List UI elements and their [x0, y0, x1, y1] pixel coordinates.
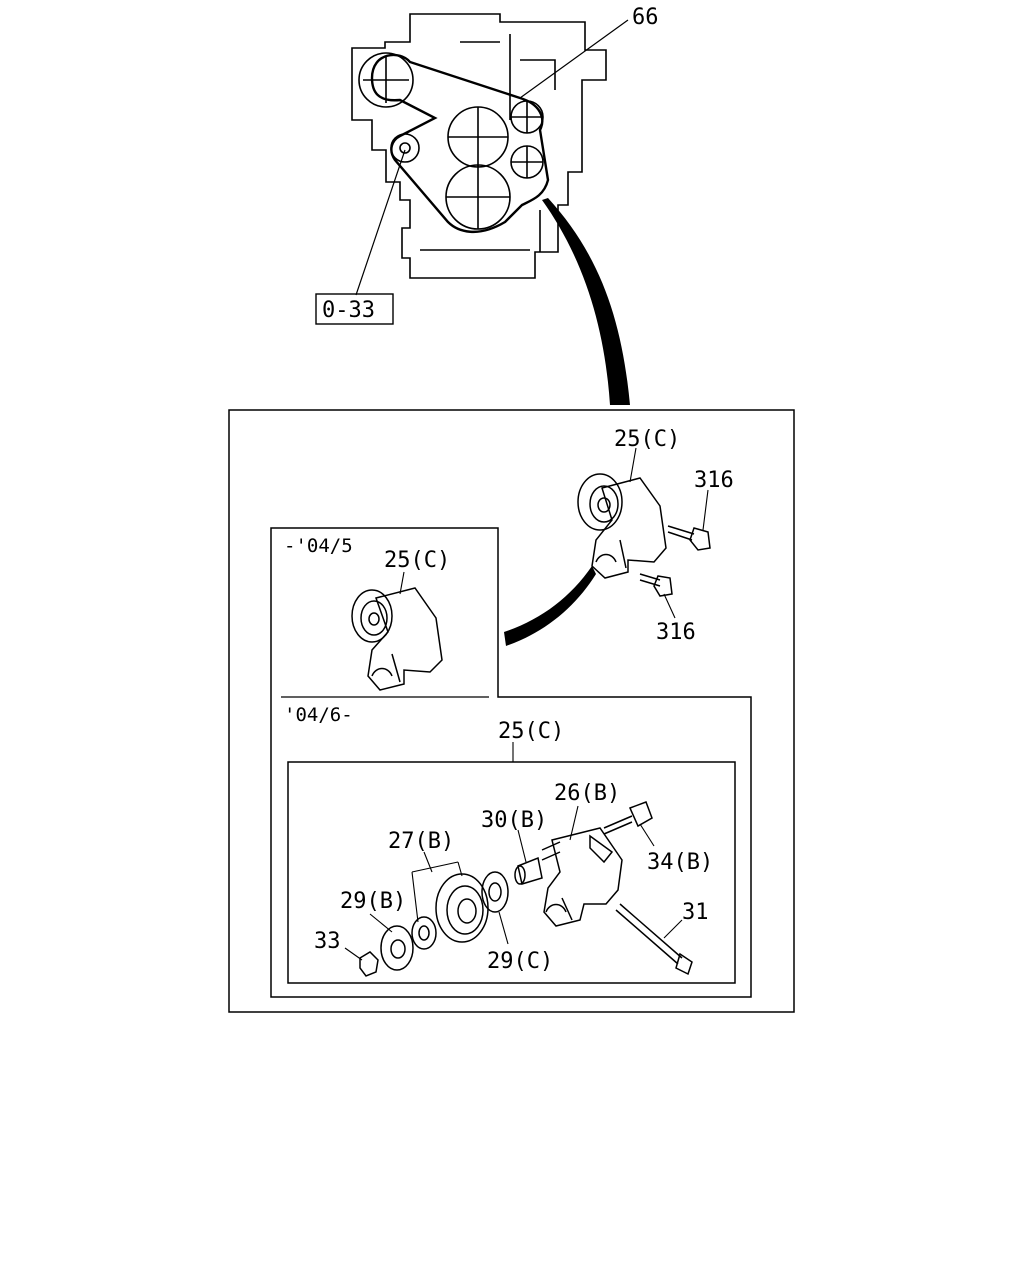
label-25c-late: 25(C) [498, 719, 564, 744]
bolt-316-lower [639, 573, 673, 597]
label-26b: 26(B) [554, 781, 620, 806]
ref-box [315, 293, 394, 325]
label-316-lower: 316 [656, 620, 696, 645]
leader-66 [519, 19, 629, 99]
leader-0-33 [355, 149, 406, 296]
bolt-34b [603, 801, 653, 835]
label-29b: 29(B) [340, 889, 406, 914]
pulley-27b [435, 873, 489, 943]
pin-30b [517, 856, 543, 885]
tensioner-top [577, 447, 711, 619]
washer-29c [481, 871, 509, 913]
bolt-31 [615, 903, 693, 976]
pulley-top-left [358, 52, 414, 108]
detail-pointer-top [542, 198, 630, 405]
detail-frame [228, 409, 795, 1013]
engine-overview [315, 13, 629, 325]
label-34b: 34(B) [647, 850, 713, 875]
label-30b: 30(B) [481, 808, 547, 833]
cover-29b [380, 925, 414, 971]
late-range: '04/6- [284, 704, 353, 726]
pulley-idler [390, 133, 420, 163]
label-316-upper: 316 [694, 468, 734, 493]
exploded-parts [344, 801, 693, 977]
detail-pointer-inner [504, 566, 596, 646]
label-31: 31 [682, 900, 709, 925]
engine-block-inner [420, 34, 556, 252]
label-25c-top: 25(C) [614, 427, 680, 452]
drive-belt [370, 53, 550, 234]
callout-66: 66 [632, 5, 659, 30]
tensioner-early [351, 571, 443, 691]
exploded-assembly-frame [287, 761, 736, 984]
ref-0-33: 0-33 [322, 298, 375, 323]
early-range: -'04/5 [284, 535, 353, 557]
label-33: 33 [314, 929, 341, 954]
label-27b: 27(B) [388, 829, 454, 854]
label-29c: 29(C) [487, 949, 553, 974]
nut-33 [359, 951, 379, 977]
label-25c-early: 25(C) [384, 548, 450, 573]
early-variant-frame [270, 527, 752, 998]
engine-block-outline [351, 13, 607, 279]
bearing-27b [411, 916, 437, 950]
bolt-316-upper [667, 525, 711, 551]
bracket-26b [543, 827, 623, 927]
